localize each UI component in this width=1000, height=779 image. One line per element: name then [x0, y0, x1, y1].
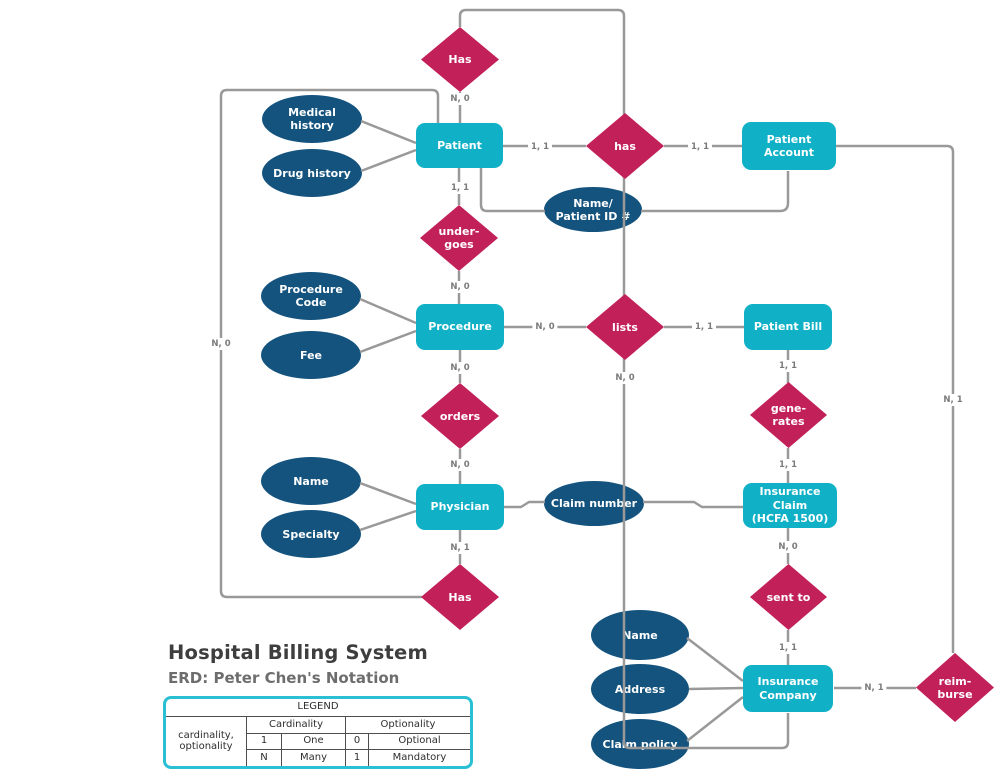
cardinality-account-reimburse: N, 1 — [940, 394, 966, 406]
cardinality-lists-patient-bill: 1, 1 — [691, 321, 717, 333]
attribute-procedure-code: Procedure Code — [261, 272, 361, 320]
attribute-insurance-name: Name — [591, 610, 689, 660]
conn-ins-name-insurance-company — [686, 637, 744, 682]
entity-insurance-claim: Insurance Claim (HCFA 1500) — [743, 483, 837, 528]
cardinality-physician-hasbottom: N, 1 — [447, 542, 473, 554]
cardinality-procedure-lists: N, 0 — [532, 321, 558, 333]
attribute-specialty: Specialty — [261, 510, 361, 558]
entity-insurance-company: Insurance Company — [743, 665, 833, 712]
cardinality-hastop-company-side: N, 0 — [612, 372, 638, 384]
attribute-name-patient-id: Name/ Patient ID # — [544, 187, 642, 232]
conn-hasbottom-patient-route — [219, 88, 440, 599]
cardinality-has-patient-account: 1, 1 — [687, 141, 713, 153]
cardinality-undergoes-procedure: N, 0 — [447, 281, 473, 293]
legend-note: cardinality, optionality — [166, 716, 246, 766]
attribute-fee: Fee — [261, 331, 361, 379]
entity-patient-bill: Patient Bill — [744, 304, 832, 350]
conn-claim-number-insurance-claim — [643, 500, 743, 509]
legend-optionality-meaning-mand: Mandatory — [368, 749, 470, 766]
conn-procedure-code-procedure — [359, 297, 417, 325]
conn-name-physician — [359, 481, 417, 506]
conn-specialty-physician — [359, 509, 417, 532]
conn-name-id-patient-account — [641, 171, 790, 213]
conn-address-insurance-company — [688, 686, 744, 691]
cardinality-claim-sentto: N, 0 — [775, 541, 801, 553]
cardinality-company-reimburse: N, 1 — [861, 682, 887, 694]
page-subtitle: ERD: Peter Chen's Notation — [168, 669, 400, 687]
cardinality-sentto-company: 1, 1 — [775, 642, 801, 654]
conn-claim-policy-insurance-company — [686, 696, 744, 742]
attribute-medical-history: Medical history — [262, 95, 362, 143]
attribute-claim-policy: Claim policy — [591, 719, 689, 769]
entity-patient: Patient — [416, 123, 503, 168]
legend-cardinality-symbol-many: N — [246, 749, 281, 766]
legend-optionality-meaning-opt: Optional — [368, 733, 470, 749]
cardinality-patient-bill-generates: 1, 1 — [775, 360, 801, 372]
legend-title: LEGEND — [297, 701, 339, 713]
cardinality-patient-has: 1, 1 — [527, 141, 553, 153]
legend-optionality-symbol-opt: 0 — [345, 733, 368, 749]
attribute-physician-name: Name — [261, 457, 361, 505]
cardinality-procedure-orders: N, 0 — [447, 362, 473, 374]
conn-fee-procedure — [359, 329, 417, 354]
cardinality-generates-claim: 1, 1 — [775, 459, 801, 471]
conn-medical-history-patient — [360, 119, 417, 145]
attribute-address: Address — [591, 664, 689, 714]
cardinality-hasbottom-patient: N, 0 — [208, 338, 234, 350]
cardinality-patient-undergoes: 1, 1 — [447, 182, 473, 194]
legend-cardinality-meaning-many: Many — [281, 749, 345, 766]
legend-cardinality-meaning-one: One — [281, 733, 345, 749]
conn-physician-claim-number — [504, 500, 545, 509]
entity-procedure: Procedure — [416, 304, 504, 350]
page-title: Hospital Billing System — [168, 641, 428, 664]
legend-cardinality-header: Cardinality — [246, 716, 345, 733]
cardinality-orders-physician: N, 0 — [447, 459, 473, 471]
legend-optionality-symbol-mand: 1 — [345, 749, 368, 766]
conn-patient-account-reimburse — [836, 144, 955, 653]
entity-physician: Physician — [416, 484, 504, 530]
cardinality-hastop-patient: N, 0 — [447, 93, 473, 105]
conn-patient-name-id — [479, 168, 545, 213]
conn-drug-history-patient — [360, 148, 417, 173]
attribute-drug-history: Drug history — [262, 149, 362, 197]
legend-box: LEGEND cardinality, optionality Cardinal… — [163, 696, 473, 769]
legend-optionality-header: Optionality — [345, 716, 470, 733]
legend-cardinality-symbol-one: 1 — [246, 733, 281, 749]
entity-patient-account: Patient Account — [742, 122, 836, 170]
